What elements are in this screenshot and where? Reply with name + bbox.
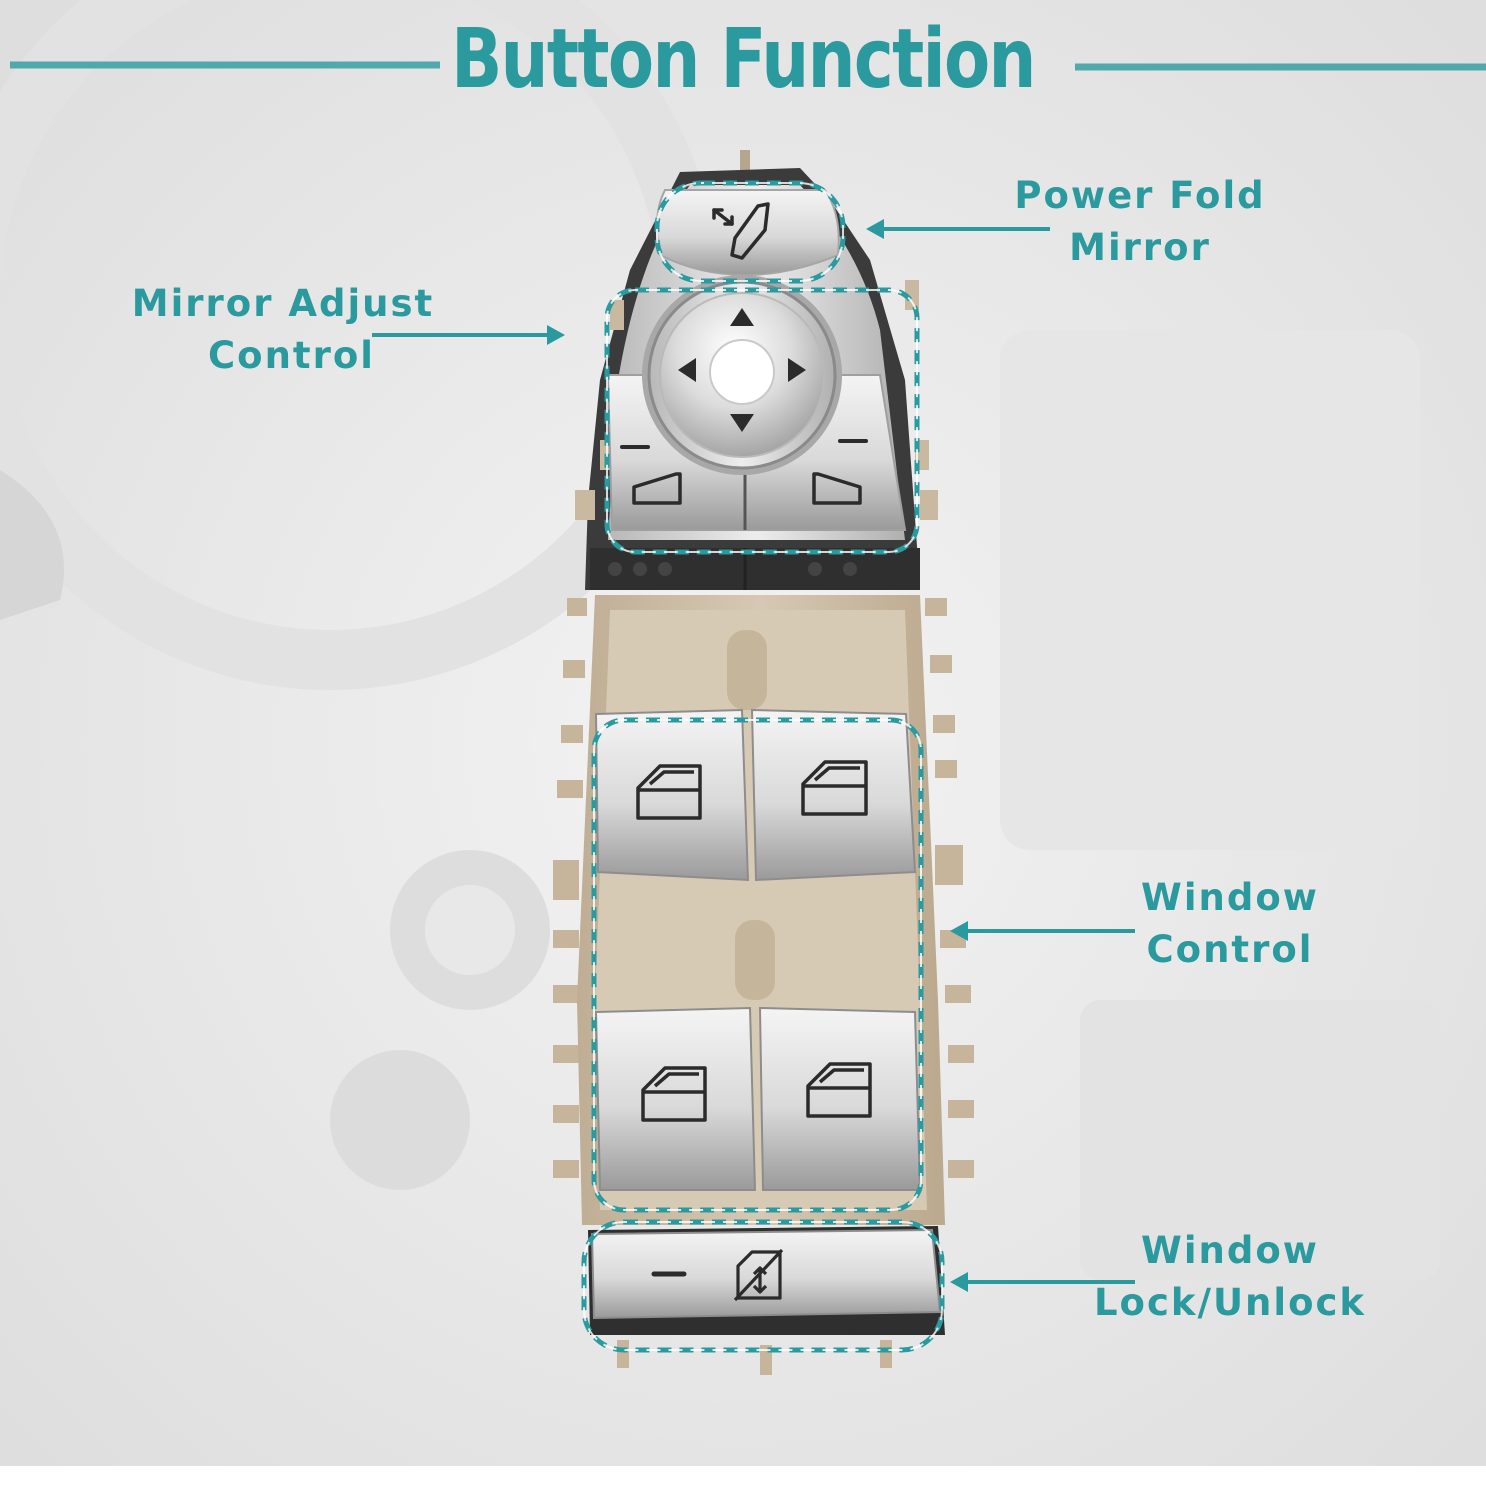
callout-window-lock-line1: Window <box>1141 1229 1319 1272</box>
callout-power-fold-line1: Power Fold <box>1014 174 1266 217</box>
callout-power-fold-mirror: Power Fold Mirror <box>1010 170 1270 274</box>
window-icon-front-right[interactable] <box>801 760 868 816</box>
callout-mirror-adjust-line1: Mirror Adjust <box>131 282 435 325</box>
callout-window-control-line2: Control <box>1146 928 1314 971</box>
callout-window-control: Window Control <box>1130 872 1330 976</box>
callout-window-control-line1: Window <box>1141 876 1319 919</box>
right-mirror-select-icon[interactable] <box>812 472 862 505</box>
callout-window-lock-line2: Lock/Unlock <box>1093 1281 1367 1324</box>
mirror-fold-icon[interactable] <box>712 202 770 260</box>
page-title: Button Function <box>0 0 1486 120</box>
window-icon-rear-right[interactable] <box>806 1062 872 1118</box>
mirror-joystick-icon[interactable] <box>678 308 806 432</box>
window-icon-front-left[interactable] <box>636 764 702 820</box>
window-lock-icon[interactable] <box>733 1248 784 1302</box>
title-text: Button Function <box>451 12 1036 107</box>
callout-arrows <box>372 219 1135 1292</box>
callout-window-lock-unlock: Window Lock/Unlock <box>1090 1225 1370 1329</box>
window-icon-rear-left[interactable] <box>641 1066 707 1122</box>
callout-mirror-adjust-control: Mirror Adjust Control <box>128 278 438 382</box>
window-module <box>553 595 974 1375</box>
callout-power-fold-line2: Mirror <box>1069 226 1211 269</box>
left-mirror-select-icon[interactable] <box>632 472 682 505</box>
callout-mirror-adjust-line2: Control <box>208 334 375 377</box>
mirror-module <box>575 150 938 590</box>
